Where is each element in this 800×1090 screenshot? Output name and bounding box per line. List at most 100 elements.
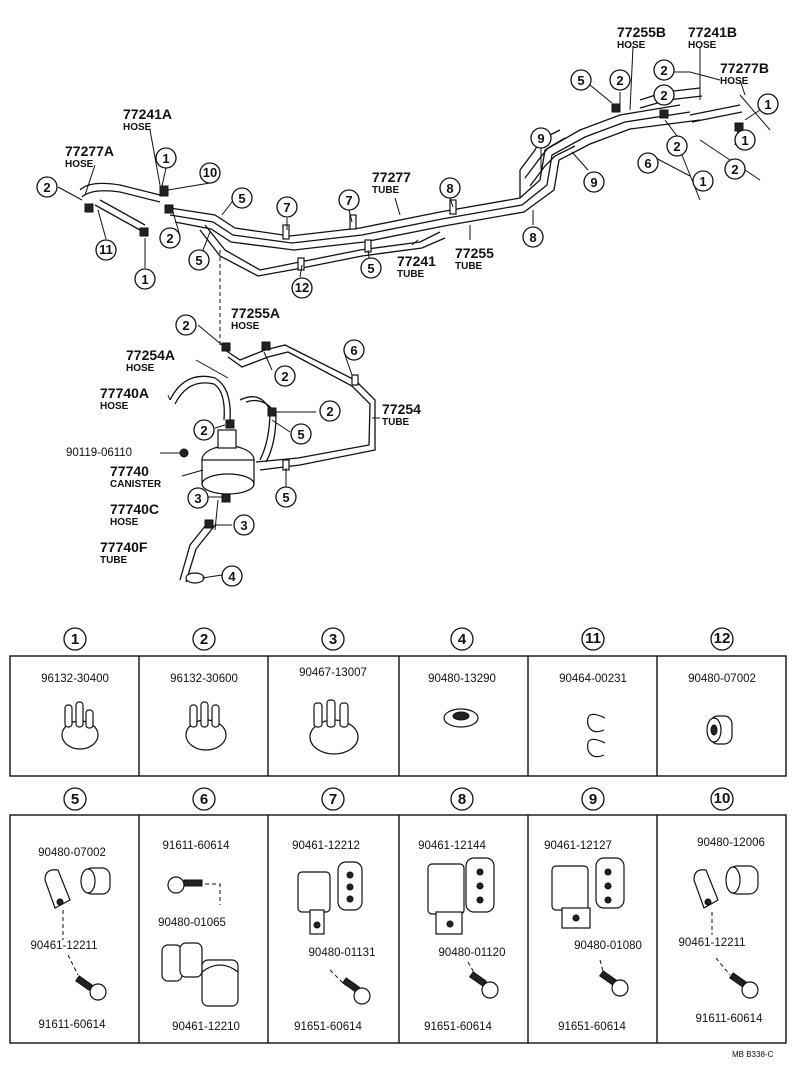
svg-text:2: 2 — [673, 139, 680, 154]
callout-circle-11: 11 — [95, 239, 117, 261]
callout-77740A-desc: HOSE — [100, 401, 129, 412]
svg-text:12: 12 — [295, 280, 309, 295]
svg-text:11: 11 — [99, 242, 113, 257]
callout-circle-2: 2 — [193, 419, 215, 441]
svg-text:2: 2 — [200, 423, 207, 438]
svg-text:10: 10 — [714, 790, 731, 807]
svg-text:3: 3 — [329, 631, 337, 648]
parts-key-bottom-row: 5 90480-07002 90461-12211 91611-60614 6 … — [9, 787, 787, 1044]
callout-circle-2: 2 — [274, 365, 296, 387]
callout-circle-1: 1 — [692, 170, 714, 192]
callout-77241A-label: 77241A — [123, 106, 172, 122]
key-part-number: 90480-12006 — [697, 837, 765, 849]
key-part-number: 90480-07002 — [38, 847, 106, 859]
cushion-icon — [706, 715, 733, 745]
svg-text:5: 5 — [71, 791, 79, 808]
key-part-number: 90480-01080 — [574, 940, 642, 952]
svg-text:1: 1 — [141, 272, 148, 287]
cushion-icon — [465, 857, 495, 913]
callout-circle-7: 7 — [276, 196, 298, 218]
svg-text:2: 2 — [281, 369, 288, 384]
callout-circle-2: 2 — [609, 69, 631, 91]
svg-text:2: 2 — [200, 631, 208, 648]
key-cell-9: 9 90461-12127 90480-01080 91651-60614 — [544, 787, 642, 1033]
svg-text:6: 6 — [644, 156, 651, 171]
bolt-icon — [469, 971, 499, 999]
canister-illustration — [179, 429, 255, 584]
key-part-number: 91651-60614 — [558, 1021, 626, 1033]
figure-reference: MB B338-C — [732, 1050, 774, 1059]
callout-77254-desc: TUBE — [382, 417, 410, 428]
callout-bolt-label: 90119-06110 — [66, 447, 132, 459]
callout-77740F-desc: TUBE — [100, 555, 128, 566]
callout-circle-6: 6 — [637, 152, 659, 174]
callout-circle-5: 5 — [231, 187, 253, 209]
key-part-number: 90467-13007 — [299, 667, 367, 679]
svg-text:7: 7 — [329, 791, 337, 808]
callout-77255A-desc: HOSE — [231, 321, 260, 332]
svg-text:8: 8 — [446, 181, 453, 196]
key-part-number: 91651-60614 — [424, 1021, 492, 1033]
svg-text:2: 2 — [43, 180, 50, 195]
callout-77277A-label: 77277A — [65, 143, 114, 159]
svg-text:2: 2 — [182, 318, 189, 333]
callout-circle-9: 9 — [583, 171, 605, 193]
svg-text:1: 1 — [699, 174, 706, 189]
key-part-number: 90461-12211 — [679, 937, 746, 949]
svg-text:10: 10 — [203, 165, 217, 180]
key-cell-6: 6 91611-60614 90480-01065 90461-12210 — [158, 787, 240, 1033]
key-cell-3: 3 90467-13007 — [299, 627, 367, 755]
callout-77255B-desc: HOSE — [617, 40, 646, 51]
callout-circle-1: 1 — [734, 129, 756, 151]
svg-text:1: 1 — [764, 97, 771, 112]
key-part-number: 90480-01131 — [309, 947, 376, 959]
callout-77254-label: 77254 — [382, 401, 421, 417]
callout-circle-4: 4 — [221, 565, 243, 587]
callout-circle-5: 5 — [275, 486, 297, 508]
cushion-icon — [161, 942, 203, 982]
cushion-icon — [80, 867, 111, 895]
svg-text:5: 5 — [238, 191, 245, 206]
hose-clamp-icon — [61, 701, 99, 750]
callout-77241-label: 77241 — [397, 253, 436, 269]
svg-text:2: 2 — [660, 88, 667, 103]
callout-circle-5: 5 — [360, 257, 382, 279]
key-cell-5: 5 90480-07002 90461-12211 91611-60614 — [31, 787, 111, 1031]
parts-key-top-row: 1 96132-30400 2 96132-30600 3 90467-1300… — [9, 627, 787, 777]
callout-circle-1: 1 — [757, 93, 779, 115]
callout-circle-2: 2 — [175, 314, 197, 336]
callout-77255B-label: 77255B — [617, 24, 666, 40]
line-clamps — [84, 103, 744, 529]
cushion-icon — [725, 865, 759, 895]
callout-circle-2: 2 — [319, 400, 341, 422]
callout-77254A-desc: HOSE — [126, 363, 155, 374]
clamp-block-icon — [201, 959, 239, 1007]
svg-text:11: 11 — [585, 630, 601, 647]
key-part-number: 90480-07002 — [688, 673, 756, 685]
key-part-number: 90461-12127 — [544, 840, 612, 852]
callout-circle-3: 3 — [187, 487, 209, 509]
svg-text:2: 2 — [731, 162, 738, 177]
svg-text:2: 2 — [616, 73, 623, 88]
svg-text:9: 9 — [537, 131, 544, 146]
callout-77740C-desc: HOSE — [110, 517, 139, 528]
bolt-icon — [729, 972, 759, 999]
key-part-number: 90461-12212 — [292, 840, 360, 852]
callout-77277-desc: TUBE — [372, 185, 400, 196]
callout-circle-12: 12 — [291, 277, 313, 299]
svg-text:8: 8 — [529, 230, 536, 245]
callout-77740-label: 77740 — [110, 463, 149, 479]
svg-text:8: 8 — [458, 791, 466, 808]
svg-text:5: 5 — [367, 261, 374, 276]
callout-77740-desc: CANISTER — [110, 479, 162, 490]
callout-77255-label: 77255 — [455, 245, 494, 261]
svg-text:1: 1 — [162, 151, 169, 166]
clip-icon — [587, 713, 606, 758]
svg-text:6: 6 — [200, 791, 208, 808]
key-cell-10: 10 90480-12006 90461-12211 91611-60614 — [679, 787, 765, 1025]
bolt-icon — [599, 970, 629, 997]
callout-circle-2: 2 — [36, 176, 58, 198]
key-cell-2: 2 96132-30600 — [170, 627, 238, 751]
key-part-number: 96132-30600 — [170, 673, 238, 685]
callout-circle-8: 8 — [439, 177, 461, 199]
